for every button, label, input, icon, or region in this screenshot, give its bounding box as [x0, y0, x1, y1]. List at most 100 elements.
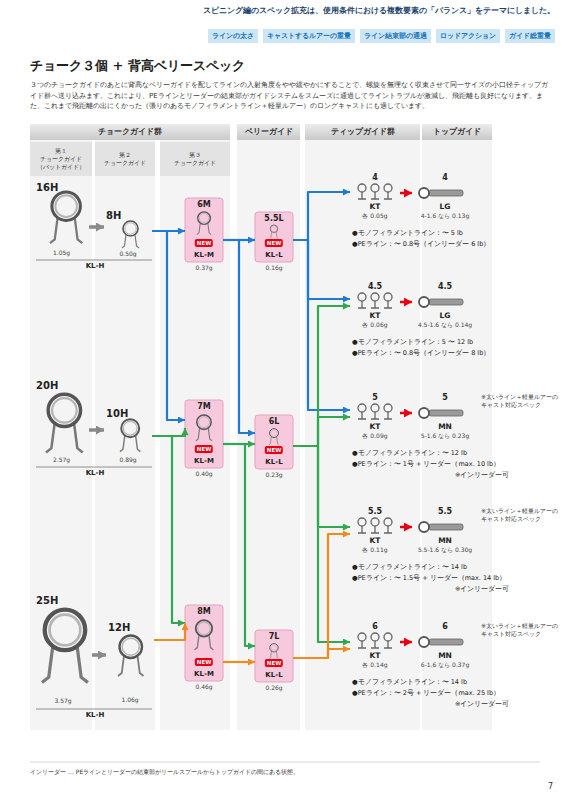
node-text: 8M [185, 607, 223, 617]
node-text: 0.40g [185, 470, 223, 478]
note-text: 7 [548, 782, 553, 791]
spec-line: ●PEライン：〜 1.5号 + リーダー（max. 14 lb） [352, 574, 506, 583]
chalk-guide: 12H 1.06g [106, 622, 154, 704]
node-text: 3.57g [34, 697, 92, 705]
part-name: KL-H [40, 711, 150, 719]
flow-arrow [400, 641, 412, 644]
bracket-line [30, 260, 540, 762]
top-guide: 4.5LG4.5-1.6 なら 0.14g [412, 282, 478, 332]
node-text: 1.06g [106, 696, 154, 704]
column-header: トップガイド [422, 124, 492, 140]
node-text: トップガイド [422, 124, 492, 140]
top-guide: 5MN5-1.6 なら 0.23g [412, 393, 478, 443]
kl-guide-box: 7LNEWKL-L0.26g [255, 630, 293, 682]
flow-arrow [293, 240, 350, 410]
flow-arrow [152, 428, 185, 436]
node-text: 5.5-1.6 なら 0.30g [406, 546, 484, 554]
node-text: 各 0.05g [344, 212, 406, 220]
node-text: KL-M [185, 250, 223, 260]
node-text: 6 [344, 622, 406, 632]
node-text: 各 0.14g [344, 661, 406, 669]
node-text: 各 0.06g [344, 321, 406, 329]
node-text: 4 [406, 173, 484, 183]
node-text: 5 [344, 393, 406, 403]
node-text: 6L [255, 417, 293, 427]
top-guide: 4LG4-1.6 なら 0.13g [412, 173, 478, 223]
node-text: 4 [344, 173, 406, 183]
node-text: 第２ チョークガイド [102, 151, 148, 167]
node-text: KL-M [185, 456, 223, 466]
spec-line: ●モノフィラメントライン：5 〜 12 lb [352, 338, 473, 347]
node-text: KT [344, 422, 406, 431]
node-text: 第３ チョークガイド [172, 151, 218, 167]
note-text: スピニング編のスペック拡充は、使用条件における複数要素の「バランス」をテーマにし… [150, 6, 555, 16]
spec-line: ※インリーダー可 [455, 700, 509, 709]
column-header: ベリーガイド [237, 124, 300, 140]
flow-arrow [400, 412, 412, 415]
node-text: MN [406, 422, 484, 431]
tag-box: ラインの太さ [208, 29, 258, 43]
chalk-guide: 20H2.57g [34, 380, 89, 464]
flow-arrow [293, 446, 350, 527]
spec-line: ●PEライン：〜 2号 + リーダー（max. 25 lb） [352, 689, 500, 698]
node-text: 5 [406, 393, 484, 403]
kl-guide-box: 6MNEWKL-M0.37g [185, 198, 223, 262]
tip-guide-group: 4KT各 0.05g [350, 173, 400, 223]
new-badge: NEW [195, 445, 213, 453]
new-badge: NEW [265, 659, 283, 667]
chalk-guide: 10H0.89g [104, 408, 152, 464]
column-header: ティップガイド群 [305, 124, 420, 140]
flow-arrow [400, 301, 412, 304]
node-text: 6-1.6 なら 0.37g [406, 661, 484, 669]
flow-arrow [89, 428, 104, 432]
tip-guide-group: 5KT各 0.09g [350, 393, 400, 443]
node-text: 12H [108, 622, 130, 633]
flow-arrow [293, 417, 350, 446]
spec-line: ●PEライン：〜 0.8号（インリーダー 8 lb） [352, 349, 490, 358]
node-text: ライン結束部の通過 [364, 29, 427, 43]
node-text: 8H [106, 210, 121, 221]
sub-header: 第１ チョークガイド（バットガイド） [30, 142, 92, 176]
new-badge: NEW [195, 239, 213, 247]
node-text: 4.5 [344, 282, 406, 292]
node-text: 0.37g [185, 264, 223, 272]
tag-box: キャストするルアーの重量 [263, 29, 355, 43]
node-text: 7L [255, 632, 293, 642]
node-text: ベリーガイド [237, 124, 300, 140]
note-text: ※太いライン＋軽量ルアーのキャスト対応スペック [481, 622, 559, 638]
kl-guide-box: 8MNEWKL-M0.46g [185, 605, 223, 681]
flow-arrow [293, 534, 350, 658]
sub-header: 第２ チョークガイド [95, 142, 155, 176]
tag-box: ロッドアクション [436, 29, 500, 43]
node-text: MN [406, 536, 484, 545]
node-text: LG [406, 202, 484, 211]
flow-arrow [89, 225, 104, 229]
node-text: KT [344, 311, 406, 320]
node-text: 5.5 [406, 507, 484, 517]
flow-arrow [400, 192, 412, 195]
flow-arrow [223, 661, 255, 663]
node-text: MN [406, 651, 484, 660]
node-text: 25H [36, 595, 58, 606]
kl-guide-box: 7MNEWKL-M0.40g [185, 400, 223, 468]
node-text: 1.05g [34, 249, 89, 257]
node-text: 5.5 [344, 507, 406, 517]
node-text: 0.50g [104, 250, 152, 258]
node-text: 0.46g [185, 683, 223, 691]
tip-guide-group: 6KT各 0.14g [350, 622, 400, 672]
tip-guide-group: 5.5KT各 0.11g [350, 507, 400, 557]
note-text: ３つのチョークガイドのあとに背高なベリーガイドを配してラインの入射角度をやや緩や… [30, 80, 550, 112]
node-text: 10H [106, 408, 128, 419]
flow-arrow [152, 231, 185, 420]
node-text: 2.57g [34, 456, 89, 464]
flow-arrow [223, 240, 255, 433]
top-guide: 5.5MN5.5-1.6 なら 0.30g [412, 507, 478, 557]
spec-line: ※インリーダー可 [455, 471, 509, 480]
spec-line: ●モノフィラメントライン：〜 14 lb [352, 563, 467, 572]
node-text: ティップガイド群 [305, 124, 420, 140]
spec-line: ●PEライン：〜 0.8号（インリーダー 6 lb） [352, 240, 490, 249]
spec-line: ※インリーダー可 [455, 585, 509, 594]
title: チョーク３個 + 背高ベリースペック [30, 57, 245, 75]
node-text: （バットガイド） [37, 163, 85, 171]
